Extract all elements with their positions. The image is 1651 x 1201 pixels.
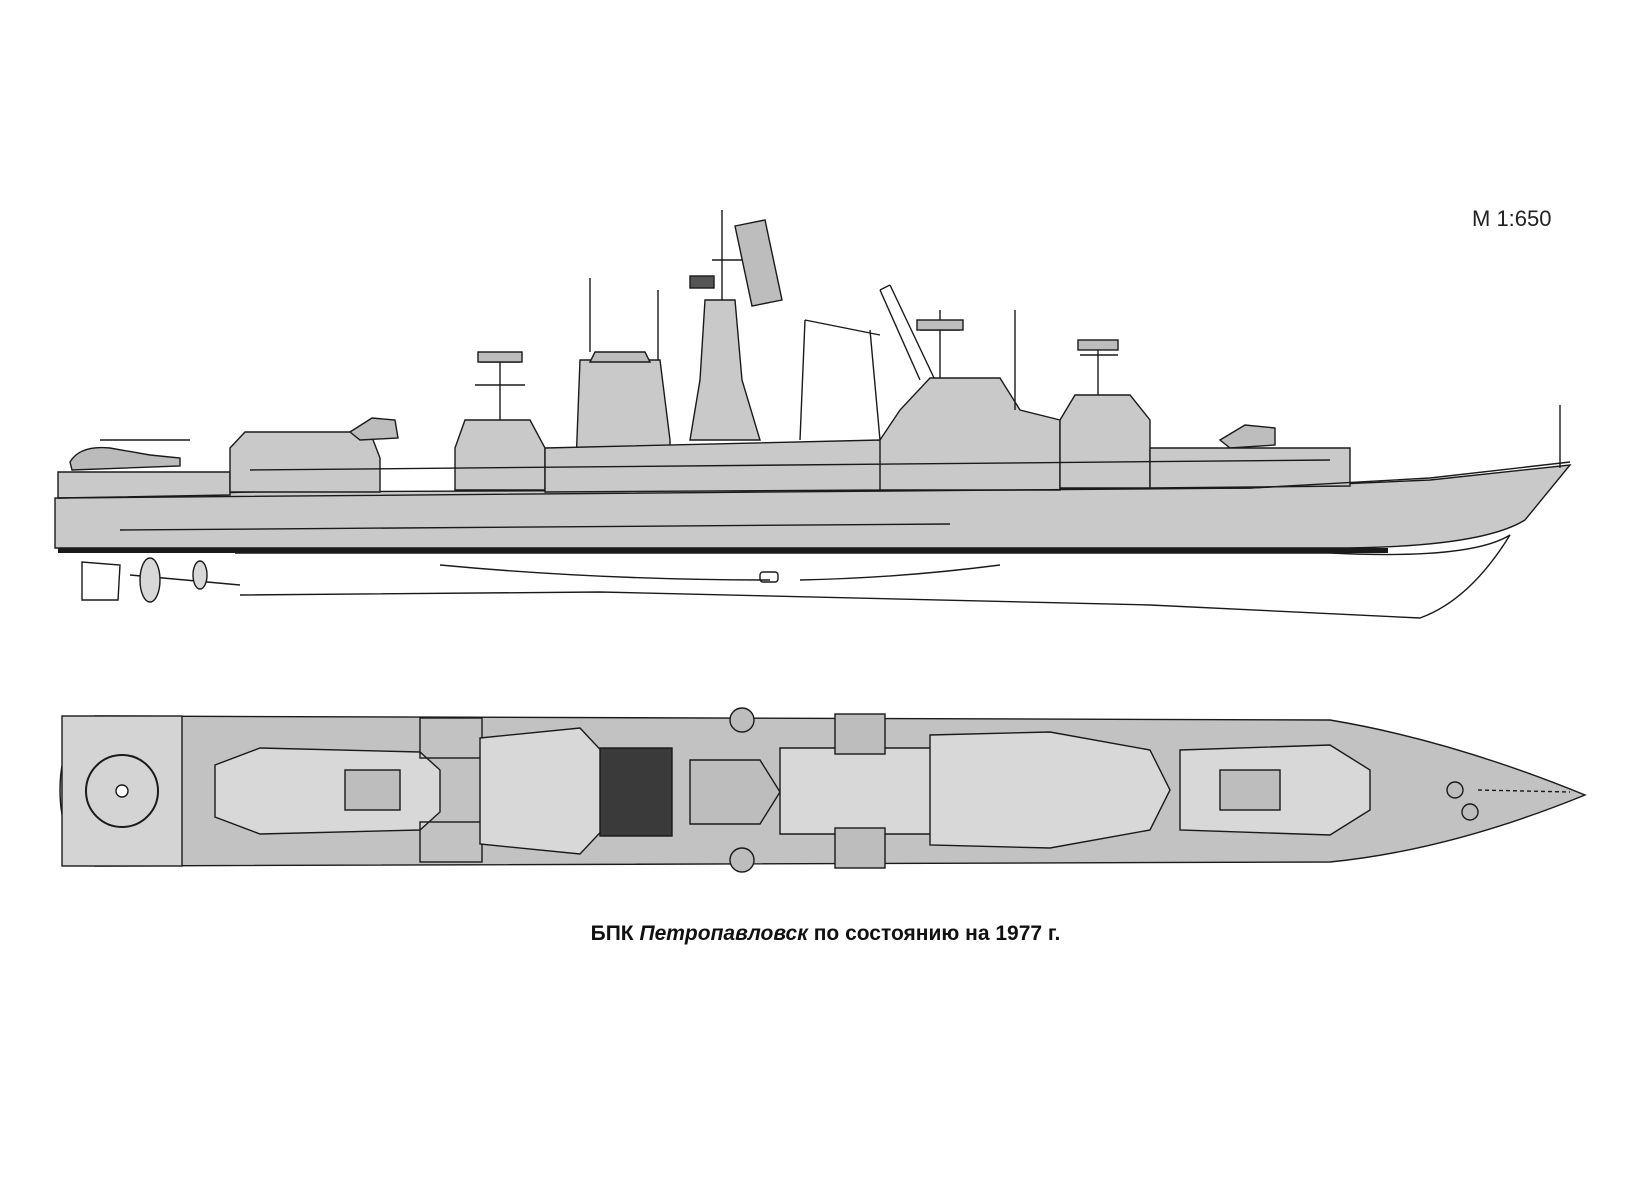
stern-helideck-block [57, 471, 231, 499]
fore-mast-2-antenna [1077, 339, 1119, 351]
propeller-2 [192, 560, 208, 590]
caption-ship-name: Петропавловск [639, 922, 808, 945]
forward-launcher-plan [1219, 769, 1281, 811]
helideck [61, 715, 183, 867]
fore-mast-lattice [879, 284, 936, 381]
plan-top-view [59, 707, 1587, 873]
bulwark-line [249, 459, 1331, 471]
helipad-center [115, 784, 129, 798]
helicopter [69, 446, 181, 471]
main-radar-antenna [734, 219, 783, 307]
side-profile-view [54, 210, 1572, 619]
boat-davit-starboard [729, 847, 755, 873]
gun-mount-starboard [834, 827, 886, 869]
aft-mast-block [454, 419, 546, 491]
anchor-2 [1461, 803, 1479, 821]
bilge-keel-1 [439, 564, 771, 581]
propeller [139, 557, 161, 603]
hangar [229, 431, 381, 493]
fore-radar-antenna [916, 319, 964, 331]
gun-mount-port [834, 713, 886, 755]
mast-plan [689, 759, 781, 825]
scale-label: М 1:650 [1472, 206, 1552, 231]
fore-mast-2-block [1059, 394, 1151, 489]
funnel-top [588, 351, 652, 363]
aft-radar-antenna [477, 351, 523, 363]
bridge-plan [929, 731, 1171, 849]
aft-launcher-plan [344, 769, 401, 811]
bilge-keel-2 [799, 564, 1001, 581]
aft-radar-mast [475, 355, 525, 420]
main-deck-line [57, 461, 1571, 499]
bridge-block [879, 377, 1061, 491]
underwater-hull [235, 534, 1511, 619]
boat-davit-port [729, 707, 755, 733]
anchor-1 [1446, 781, 1464, 799]
boat-crane [799, 319, 881, 441]
anchor-chain [1477, 789, 1571, 793]
figure-caption: БПК Петропавловск по состоянию на 1977 г… [0, 922, 1651, 946]
main-tower [689, 299, 761, 441]
aft-superstructure-plan [479, 727, 611, 855]
funnel-plan [599, 747, 673, 837]
sonar-dome [759, 571, 779, 583]
caption-prefix: БПК [590, 922, 634, 945]
caption-suffix: по состоянию на 1977 г. [813, 922, 1061, 945]
boot-topping-stripe [58, 548, 1388, 553]
hull-line [119, 523, 951, 531]
aft-launcher [348, 417, 399, 441]
hangar-plan [214, 747, 441, 835]
center-plan-block [779, 747, 941, 835]
helipad-ring [85, 754, 159, 828]
forward-deck-block [1149, 447, 1351, 489]
flag [689, 275, 715, 289]
rudder [81, 561, 121, 601]
forward-launcher [1218, 424, 1276, 449]
